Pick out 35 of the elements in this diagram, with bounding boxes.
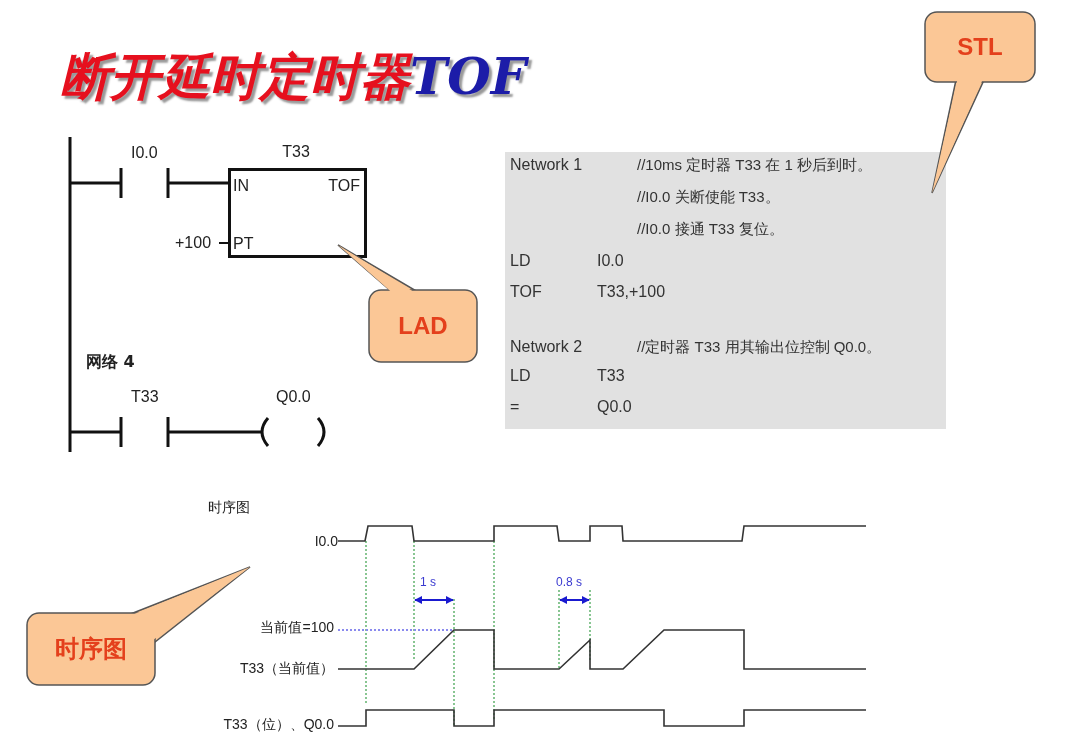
- code-panel: [505, 152, 946, 429]
- dimension-label: 0.8 s: [556, 575, 582, 589]
- code-comment: //10ms 定时器 T33 在 1 秒后到时。: [637, 155, 873, 175]
- callout-text: 时序图: [54, 634, 128, 664]
- code-comment: //I0.0 关断使能 T33。: [637, 187, 780, 207]
- signal-label: I0.0: [314, 533, 338, 549]
- signal-label: T33（位）、Q0.0: [223, 716, 334, 734]
- signal-label: 当前值=100: [260, 619, 334, 637]
- contact-label: T33: [131, 388, 159, 406]
- code-keyword: LD: [510, 367, 531, 385]
- network-label: 网络 4: [86, 351, 135, 373]
- contact-label: I0.0: [131, 144, 158, 162]
- coil-label: Q0.0: [276, 388, 311, 406]
- block-type: TOF: [328, 177, 360, 195]
- code-comment: //定时器 T33 用其输出位控制 Q0.0。: [637, 337, 882, 357]
- pin-label: IN: [233, 177, 249, 195]
- code-operand: I0.0: [597, 252, 624, 270]
- block-name: T33: [281, 143, 311, 161]
- callout-text: STL: [956, 32, 1004, 62]
- signal-label: T33（当前值）: [239, 660, 334, 678]
- code-comment: //I0.0 接通 T33 复位。: [637, 219, 784, 239]
- preset-value: +100: [175, 234, 212, 252]
- code-operand: Q0.0: [597, 398, 632, 416]
- code-keyword: TOF: [510, 283, 542, 301]
- code-operand: T33,+100: [597, 283, 666, 301]
- code-keyword: Network 1: [510, 156, 583, 174]
- pin-label: PT: [233, 235, 254, 253]
- dimension-label: 1 s: [420, 575, 436, 589]
- chart-heading: 时序图: [208, 499, 250, 517]
- code-keyword: Network 2: [510, 338, 583, 356]
- code-keyword: =: [510, 398, 520, 416]
- code-keyword: LD: [510, 252, 531, 270]
- title: 断开延时定时器TOF: [60, 46, 527, 108]
- callout-text: LAD: [397, 311, 449, 341]
- code-operand: T33: [597, 367, 625, 385]
